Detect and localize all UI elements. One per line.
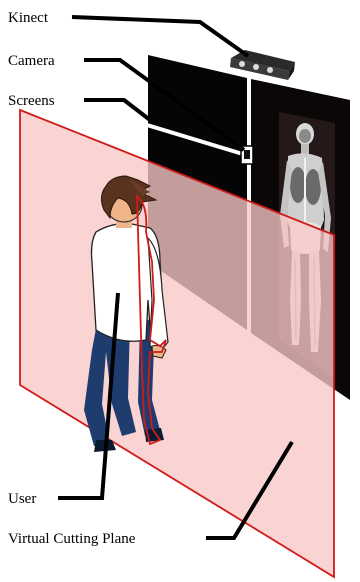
kinect-leader	[72, 17, 248, 56]
screens-label: Screens	[8, 93, 55, 109]
plane-label: Virtual Cutting Plane	[8, 531, 136, 547]
camera-label: Camera	[8, 53, 55, 69]
kinect-sensor-icon	[230, 50, 295, 80]
screens-leader	[84, 100, 150, 120]
kinect-label: Kinect	[8, 10, 49, 26]
user-label: User	[8, 491, 36, 507]
